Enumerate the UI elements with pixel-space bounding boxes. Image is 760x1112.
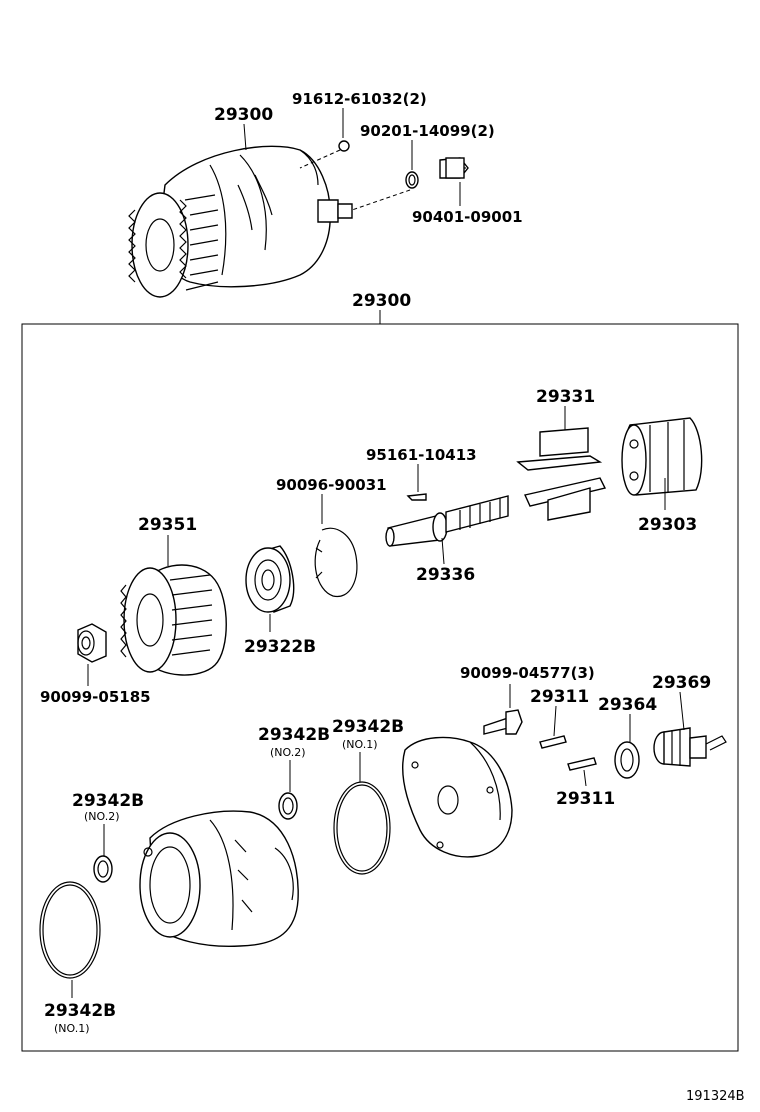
label-snap-ring: 90096-90031 (276, 476, 387, 494)
label-oring-mid1: 29342B (332, 717, 404, 737)
label-brush-holder: 29331 (536, 387, 595, 407)
label-oring-left1: 29342B (44, 1001, 116, 1021)
label-oring-mid2: 29342B (258, 725, 330, 745)
commutator-drawing (621, 417, 703, 496)
label-top-washer: 90201-14099(2) (360, 122, 495, 140)
screw-icon (338, 140, 350, 152)
label-key: 95161-10413 (366, 446, 477, 464)
bearing-drawing (245, 545, 295, 613)
pin-lower-icon (567, 757, 597, 771)
label-top-screw: 91612-61032(2) (292, 90, 427, 108)
small-screw-icon (483, 709, 523, 735)
label-pinion-gear: 29351 (138, 515, 197, 535)
label-oring-mid2-sub: (NO.2) (270, 746, 306, 759)
brush-holder-drawing (516, 427, 607, 521)
snap-ring-icon (314, 527, 358, 598)
figure-code: 191324B (686, 1089, 745, 1104)
label-oring-mid1-sub: (NO.1) (342, 738, 378, 751)
label-pin-lower: 29311 (556, 789, 615, 809)
nut-icon (77, 623, 107, 663)
label-oring-left2-sub: (NO.2) (84, 810, 120, 823)
pinion-gear-drawing (120, 564, 227, 676)
key-icon (406, 493, 427, 501)
label-pin-upper: 29311 (530, 687, 589, 707)
top-assembly-drawing (128, 140, 469, 298)
shaft-drawing (385, 495, 509, 547)
label-small-screw: 90099-04577(3) (460, 664, 595, 682)
washer-icon (405, 171, 419, 189)
pin-upper-icon (539, 735, 567, 749)
bolt-icon (439, 157, 469, 179)
housing-lower-drawing (139, 810, 299, 948)
label-oring-left1-sub: (NO.1) (54, 1022, 90, 1035)
oring-large-left-icon (39, 881, 101, 979)
oring-small-left-icon (93, 855, 113, 883)
label-top-bolt: 90401-09001 (412, 208, 523, 226)
label-sensor: 29369 (652, 673, 711, 693)
sensor-drawing (653, 727, 727, 767)
label-nut: 90099-05185 (40, 688, 151, 706)
label-bearing: 29322B (244, 637, 316, 657)
label-top-assembly: 29300 (214, 105, 273, 125)
end-cover-drawing (402, 736, 513, 858)
group-frame (21, 323, 739, 1052)
oring-small-mid-icon (278, 792, 298, 820)
label-oring-left2: 29342B (72, 791, 144, 811)
label-washer-right: 29364 (598, 695, 657, 715)
oring-large-mid-icon (333, 781, 391, 875)
label-commutator: 29303 (638, 515, 697, 535)
label-shaft: 29336 (416, 565, 475, 585)
washer-right-icon (614, 741, 640, 779)
label-group-header: 29300 (352, 291, 411, 311)
